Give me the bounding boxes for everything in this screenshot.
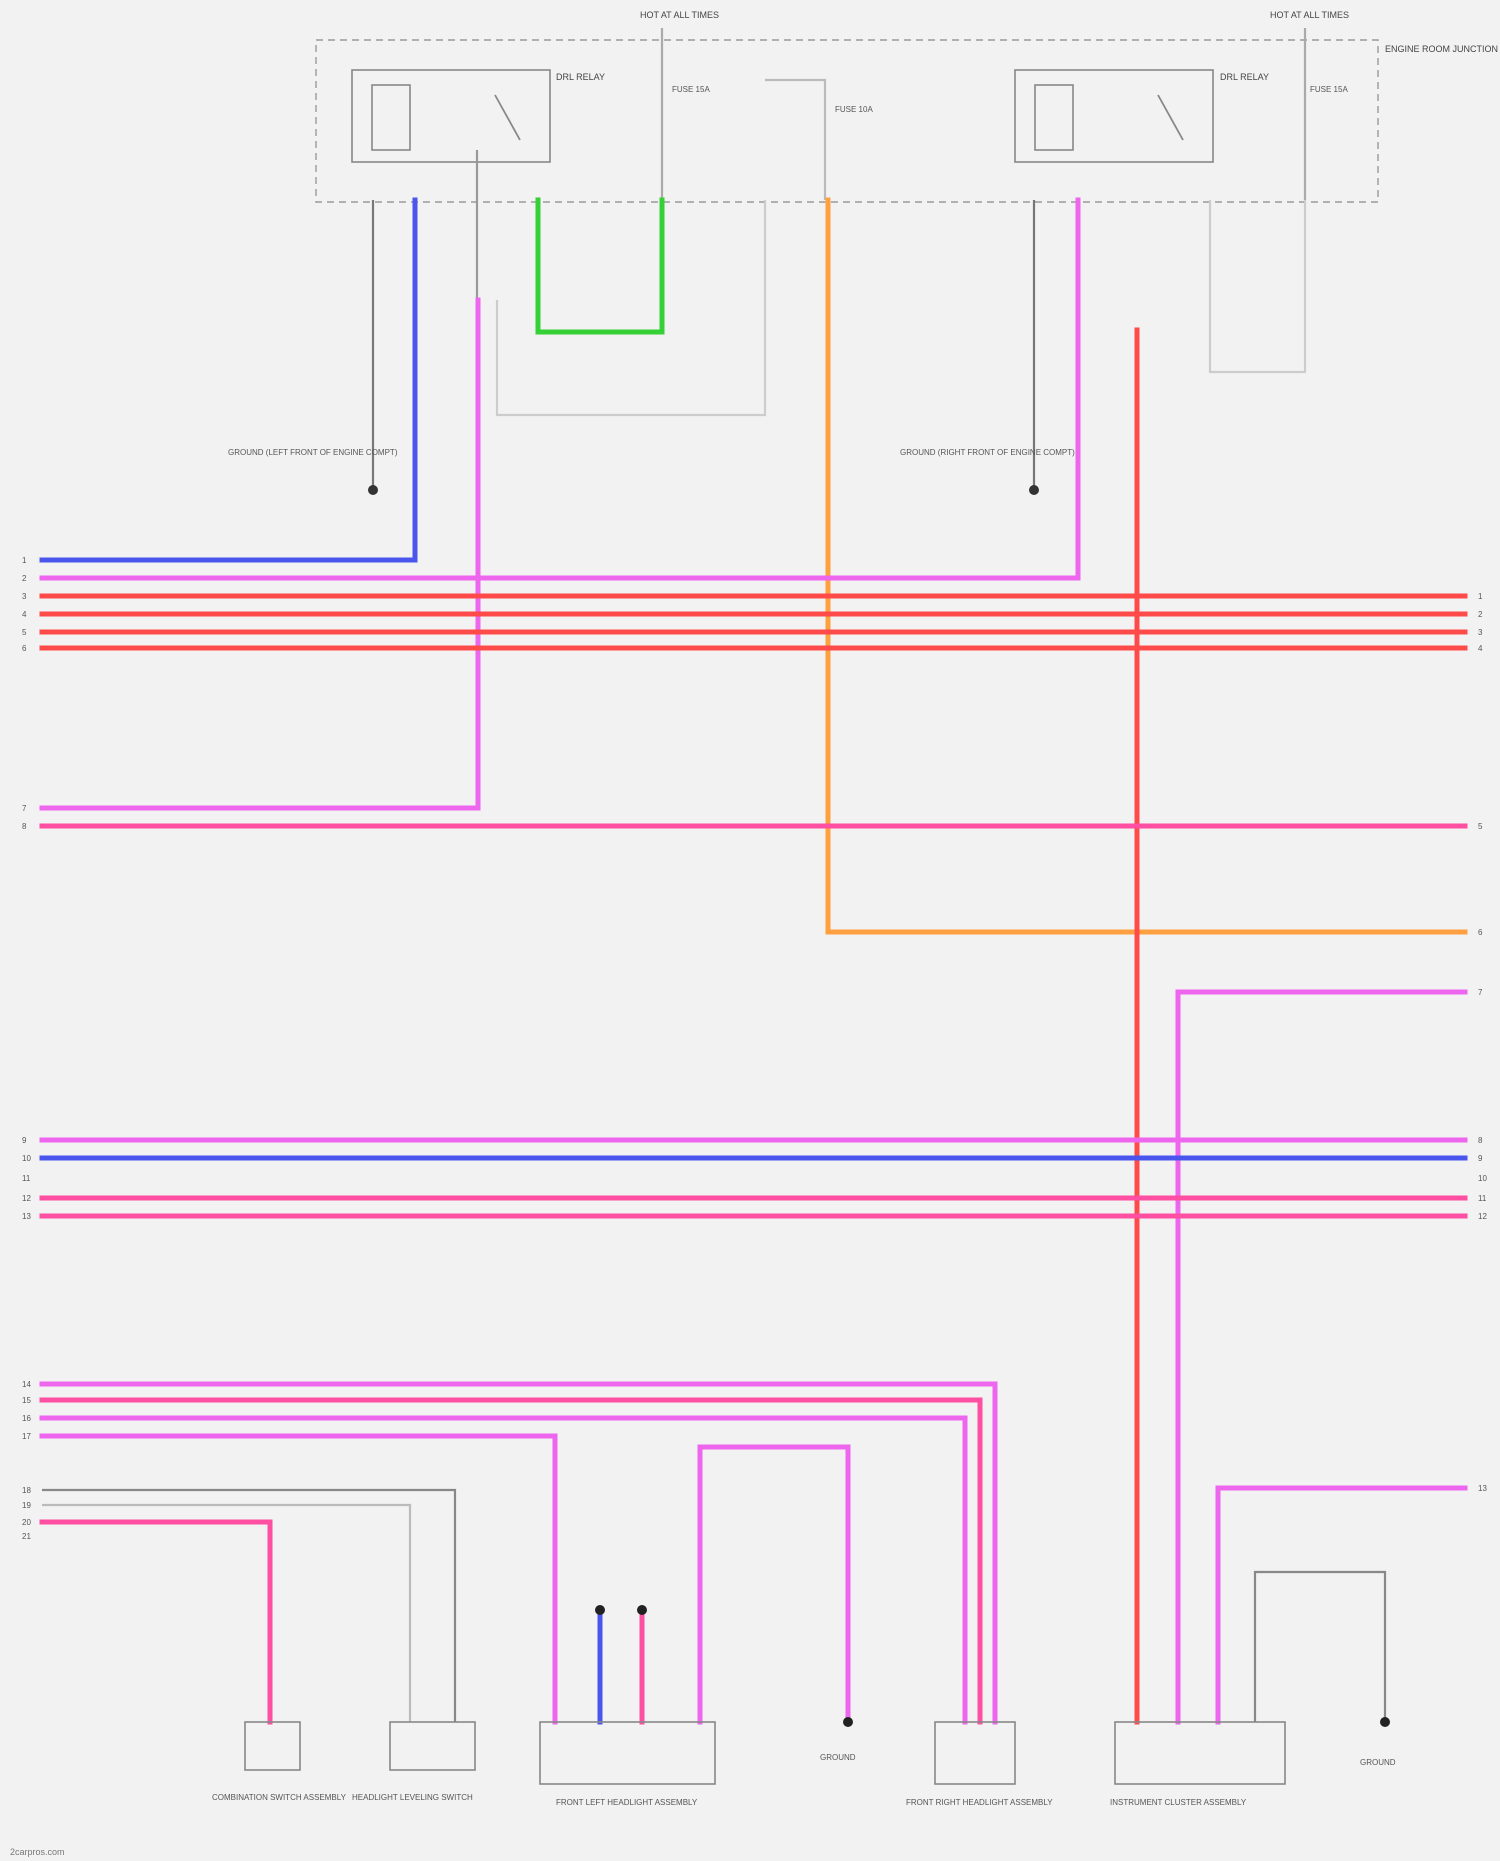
wire-bottom-pink-c	[42, 1522, 270, 1722]
ground-left-label: GROUND (LEFT FRONT OF ENGINE COMPT)	[228, 448, 398, 457]
relay-left-label: DRL RELAY	[556, 72, 605, 82]
fuse-3-label: FUSE 15A	[1310, 85, 1348, 94]
wire-purple-right	[42, 200, 1078, 578]
splice-blue	[595, 1605, 605, 1615]
left-pin-11: 11	[22, 1174, 31, 1183]
relay-right: DRL RELAY	[1015, 70, 1269, 162]
fuse-hot-label-right: HOT AT ALL TIMES	[1270, 10, 1349, 20]
right-pin-11: 11	[1478, 1194, 1487, 1203]
splice-pink	[637, 1605, 647, 1615]
junction-block-label: ENGINE ROOM JUNCTION BLOCK (LEFT SIDE OF…	[1385, 44, 1500, 54]
component-combination-switch: COMBINATION SWITCH ASSEMBLY	[212, 1722, 347, 1802]
wire-orange	[828, 200, 1465, 932]
component-1-label: COMBINATION SWITCH ASSEMBLY	[212, 1793, 347, 1802]
wire-bottom-gray-b	[42, 1505, 410, 1722]
right-pin-5: 5	[1478, 822, 1483, 831]
left-pin-14: 14	[22, 1380, 31, 1389]
right-pin-3: 3	[1478, 628, 1483, 637]
component-5-label: FRONT RIGHT HEADLIGHT ASSEMBLY	[906, 1798, 1053, 1807]
component-instrument-cluster: INSTRUMENT CLUSTER ASSEMBLY	[1110, 1722, 1285, 1807]
left-pin-5: 5	[22, 628, 27, 637]
ground-left-point	[368, 485, 378, 495]
wire-bottom-3	[42, 1418, 965, 1722]
component-3-label: FRONT LEFT HEADLIGHT ASSEMBLY	[556, 1798, 698, 1807]
right-pin-13: 13	[1478, 1484, 1487, 1493]
right-pin-9: 9	[1478, 1154, 1483, 1163]
watermark: 2carpros.com	[10, 1847, 65, 1857]
left-pin-4: 4	[22, 610, 27, 619]
fuse-2-label: FUSE 10A	[835, 105, 873, 114]
left-pin-9: 9	[22, 1136, 27, 1145]
ground-right-point	[1029, 485, 1039, 495]
left-pin-20: 20	[22, 1518, 31, 1527]
left-pin-1: 1	[22, 556, 27, 565]
right-pin-7: 7	[1478, 988, 1483, 997]
left-pin-3: 3	[22, 592, 27, 601]
ground-right-label: GROUND (RIGHT FRONT OF ENGINE COMPT)	[900, 448, 1075, 457]
wire-green-loop	[538, 200, 662, 332]
wire-bottom-gray-a	[42, 1490, 455, 1722]
component-headlight-leveling-switch: HEADLIGHT LEVELING SWITCH	[352, 1722, 475, 1802]
fuse-hot-label-left: HOT AT ALL TIMES	[640, 10, 719, 20]
left-pin-2: 2	[22, 574, 27, 583]
wire-blue-left	[42, 200, 415, 560]
fuse-1-label: FUSE 15A	[672, 85, 710, 94]
wire-bottom-4	[42, 1436, 555, 1722]
relay-right-label: DRL RELAY	[1220, 72, 1269, 82]
left-pin-16: 16	[22, 1414, 31, 1423]
right-pin-10: 10	[1478, 1174, 1487, 1183]
component-6-label: INSTRUMENT CLUSTER ASSEMBLY	[1110, 1798, 1247, 1807]
component-front-right-headlight: FRONT RIGHT HEADLIGHT ASSEMBLY	[906, 1722, 1053, 1807]
wire-lightgray-right	[1210, 200, 1305, 372]
ground-right-bottom-point	[1380, 1717, 1390, 1727]
right-pin-6: 6	[1478, 928, 1483, 937]
junction-block-outline	[316, 40, 1378, 202]
left-pin-18: 18	[22, 1486, 31, 1495]
left-pin-19: 19	[22, 1501, 31, 1510]
right-pin-4: 4	[1478, 644, 1483, 653]
left-pin-6: 6	[22, 644, 27, 653]
relay-left: DRL RELAY	[352, 70, 605, 162]
left-pin-12: 12	[22, 1194, 31, 1203]
left-pin-15: 15	[22, 1396, 31, 1405]
left-pin-17: 17	[22, 1432, 31, 1441]
wire-purple-loop	[700, 1447, 848, 1722]
component-7-label: GROUND	[1360, 1758, 1396, 1767]
left-pin-21: 21	[22, 1532, 31, 1541]
right-pin-1: 1	[1478, 592, 1483, 601]
left-pin-13: 13	[22, 1212, 31, 1221]
wire-gray-right-loop	[1255, 1572, 1385, 1722]
left-pin-7: 7	[22, 804, 27, 813]
left-pin-8: 8	[22, 822, 27, 831]
right-pin-2: 2	[1478, 610, 1483, 619]
left-pin-10: 10	[22, 1154, 31, 1163]
component-4-label: GROUND	[820, 1753, 856, 1762]
fuse-loop	[765, 80, 825, 200]
right-pin-8: 8	[1478, 1136, 1483, 1145]
component-2-label: HEADLIGHT LEVELING SWITCH	[352, 1793, 473, 1802]
component-ground-mid: GROUND	[820, 1717, 856, 1762]
wire-purple-vertical-right	[1178, 992, 1465, 1722]
right-pin-12: 12	[1478, 1212, 1487, 1221]
component-front-left-headlight: FRONT LEFT HEADLIGHT ASSEMBLY	[540, 1722, 715, 1807]
